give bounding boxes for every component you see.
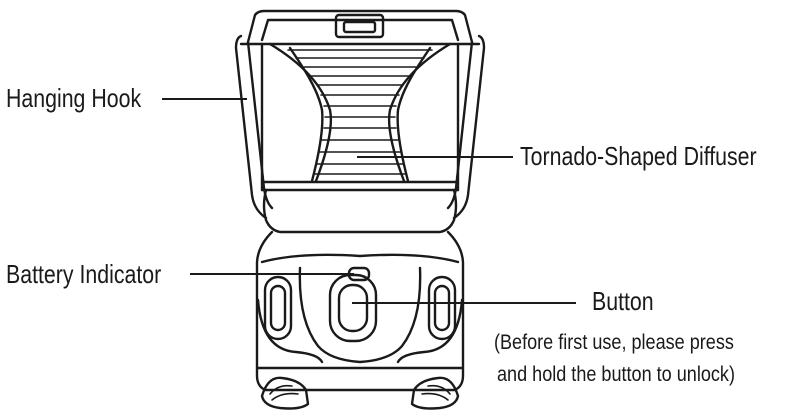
tornado-diffuser	[268, 42, 452, 183]
label-button: Button	[592, 286, 654, 316]
label-hanging-hook: Hanging Hook	[6, 83, 142, 113]
label-diffuser: Tornado-Shaped Diffuser	[520, 141, 757, 171]
lantern-top-cap	[239, 9, 481, 46]
label-battery-indicator: Battery Indicator	[6, 259, 162, 289]
lantern-feet	[260, 376, 460, 410]
lantern-base	[255, 230, 465, 392]
lantern-globe	[260, 42, 460, 192]
power-button[interactable]	[328, 273, 378, 343]
lantern-collar	[262, 188, 458, 234]
button-note-line1: (Before first use, please press	[494, 331, 734, 354]
hanging-hook	[234, 34, 486, 220]
button-note-line2: and hold the button to unlock)	[497, 363, 735, 386]
